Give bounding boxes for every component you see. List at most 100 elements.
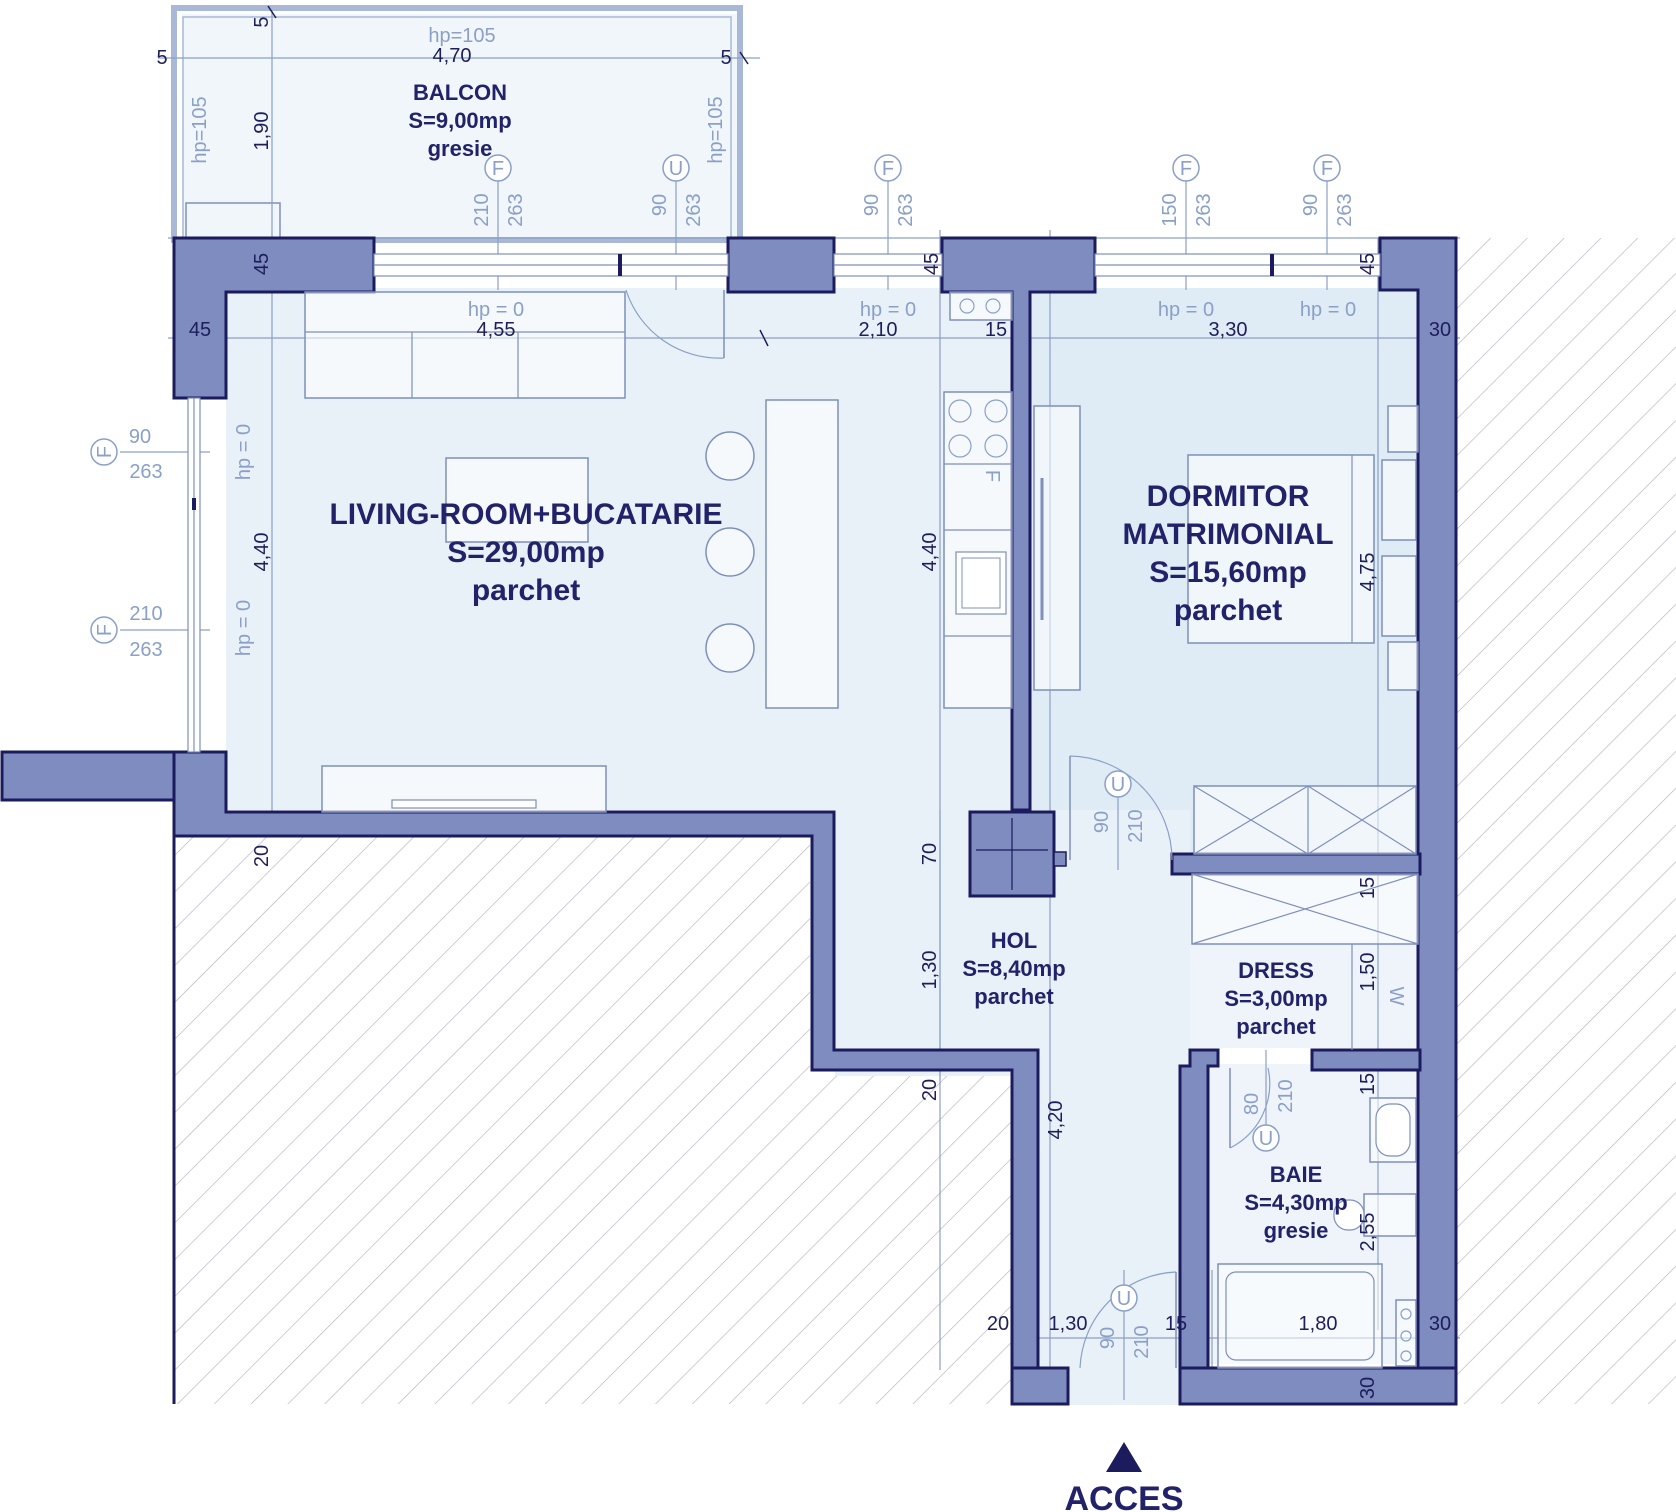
opening-height: 263 <box>895 193 917 226</box>
opening-height: 263 <box>1334 193 1356 226</box>
dress-depth: 1,50 <box>1357 953 1379 992</box>
opening-width: 90 <box>1091 811 1113 833</box>
toilet <box>1363 1193 1417 1237</box>
balcon-name: BALCON <box>413 80 507 105</box>
wall-45-left: 45 <box>189 319 211 341</box>
bathtub <box>1217 1263 1383 1369</box>
kitchen-width: 2,10 <box>859 319 898 341</box>
balcon-area: S=9,00mp <box>408 108 511 133</box>
exterior-hatch <box>172 238 1676 1404</box>
opening-width: 90 <box>129 426 151 448</box>
bedroom-wardrobe <box>1193 785 1417 855</box>
hol-lower: 4,20 <box>1045 1101 1067 1140</box>
door-mark-u: U <box>1259 1128 1273 1150</box>
dormitor-hp: hp = 0 <box>1158 299 1214 321</box>
hol-width: 1,30 <box>1049 1313 1088 1335</box>
kitchen-island <box>765 399 839 709</box>
dormitor-floor-type: parchet <box>1174 594 1282 627</box>
door-mark-u: U <box>1117 1288 1131 1310</box>
wall-30: 30 <box>1357 1377 1379 1399</box>
living-width: 4,55 <box>477 319 516 341</box>
wall-45: 45 <box>1357 253 1379 275</box>
dormitor-width: 3,30 <box>1209 319 1248 341</box>
wall-20: 20 <box>919 1079 941 1101</box>
hol-area: S=8,40mp <box>962 956 1065 981</box>
wall-15: 15 <box>1357 877 1379 899</box>
opening-width: 90 <box>1300 194 1322 216</box>
balcon-width: 4,70 <box>433 45 472 67</box>
entrance: ACCES <box>1064 1442 1184 1512</box>
hol-name: HOL <box>991 928 1037 953</box>
hol-floor-type: parchet <box>974 984 1054 1009</box>
baie-name: BAIE <box>1270 1162 1323 1187</box>
living-depth: 4,40 <box>251 533 273 572</box>
wall-30: 30 <box>1429 319 1451 341</box>
balcon-hp-left: hp=105 <box>189 96 211 163</box>
opening-sizes: 210 263 90 263 90 263 150 263 90 263 90 … <box>129 193 1356 1358</box>
dormitor-name-2: MATRIMONIAL <box>1122 518 1333 551</box>
opening-height: 263 <box>1193 193 1215 226</box>
windows <box>187 253 1381 753</box>
dormitor-name: DORMITOR <box>1147 480 1310 513</box>
wall-20: 20 <box>987 1313 1009 1335</box>
wall-30: 30 <box>1429 1313 1451 1335</box>
baie-floor-type: gresie <box>1264 1218 1329 1243</box>
dim-5-right: 5 <box>720 47 731 69</box>
balcon-parapet-height: hp=105 <box>428 25 495 47</box>
opening-height: 263 <box>129 639 162 661</box>
dress-name: DRESS <box>1238 958 1314 983</box>
wall-20: 20 <box>251 845 273 867</box>
coffee-table <box>445 457 589 543</box>
living-hp-side: hp = 0 <box>233 424 255 480</box>
kitchen-counter <box>943 391 1013 709</box>
wall-45: 45 <box>921 253 943 275</box>
wall-15: 15 <box>985 319 1007 341</box>
wall-15: 15 <box>1357 1073 1379 1095</box>
opening-height: 210 <box>1131 1325 1153 1358</box>
dress-floor-type: parchet <box>1236 1014 1316 1039</box>
window-mark-f: F <box>94 624 116 636</box>
window-mark-f: F <box>1321 158 1333 180</box>
entrance-arrow-icon <box>1106 1442 1142 1472</box>
wall-15: 15 <box>1165 1313 1187 1335</box>
bar-stool <box>705 623 755 673</box>
opening-height: 263 <box>129 461 162 483</box>
dim-5-top: 5 <box>251 16 273 27</box>
kitchen-depth: 4,40 <box>919 533 941 572</box>
balcon-depth: 1,90 <box>251 112 273 151</box>
hol-upper: 1,30 <box>919 951 941 990</box>
wall-45: 45 <box>251 253 273 275</box>
door-mark-u: U <box>1111 774 1125 796</box>
dormitor-area: S=15,60mp <box>1149 556 1307 589</box>
opening-height: 210 <box>1275 1079 1297 1112</box>
kitchen-hp: hp = 0 <box>860 299 916 321</box>
doors <box>625 289 1271 1369</box>
room-labels: BALCON S=9,00mp gresie LIVING-ROOM+BUCAT… <box>329 80 1347 1243</box>
dormitor-depth: 4,75 <box>1357 553 1379 592</box>
opening-width: 90 <box>649 194 671 216</box>
baie-depth: 2,55 <box>1357 1213 1379 1252</box>
wm-mark: W <box>1385 987 1407 1006</box>
window-mark-f: F <box>492 158 504 180</box>
fridge-mark: F <box>981 470 1003 482</box>
dress-area: S=3,00mp <box>1224 986 1327 1011</box>
window-mark-f: F <box>1180 158 1192 180</box>
window-mark-f: F <box>882 158 894 180</box>
walls <box>0 236 1458 1406</box>
opening-width: 90 <box>1097 1327 1119 1349</box>
opening-width: 210 <box>129 603 162 625</box>
opening-width: 80 <box>1241 1093 1263 1115</box>
living-hp: hp = 0 <box>468 299 524 321</box>
dormitor-hp-2: hp = 0 <box>1300 299 1356 321</box>
entrance-label: ACCES <box>1064 1480 1183 1512</box>
window-mark-f: F <box>94 446 116 458</box>
bar-stool <box>705 431 755 481</box>
opening-width: 90 <box>861 194 883 216</box>
opening-markers: F U F F F F F U U U <box>90 154 1341 1312</box>
wall-70: 70 <box>919 843 941 865</box>
furniture <box>304 291 1419 1369</box>
opening-height: 263 <box>683 193 705 226</box>
dim-5-left: 5 <box>156 47 167 69</box>
door-mark-u: U <box>669 158 683 180</box>
opening-width: 210 <box>471 193 493 226</box>
